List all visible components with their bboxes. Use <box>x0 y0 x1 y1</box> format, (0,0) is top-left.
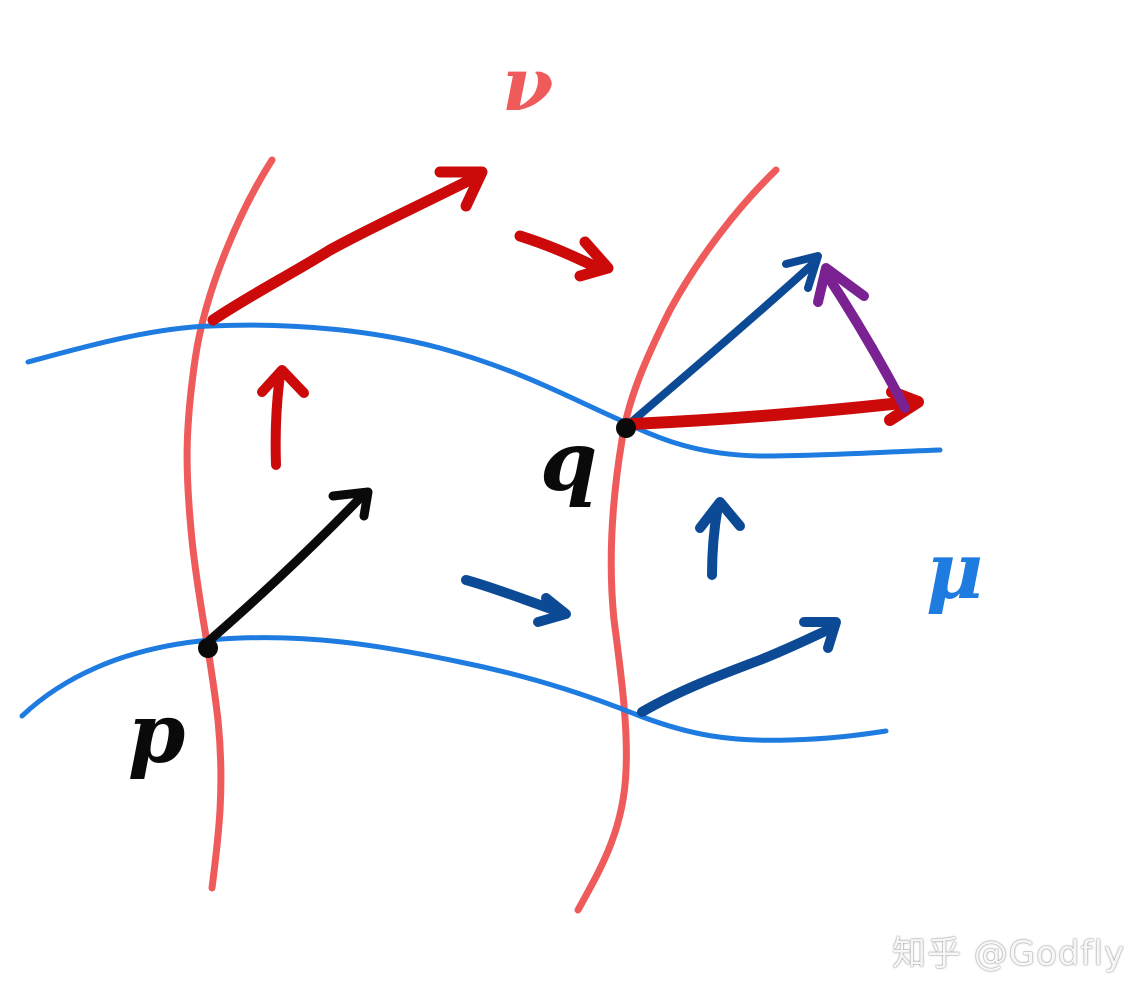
nu-curve-right <box>574 166 780 914</box>
navy-transport-arrow-head <box>533 593 571 627</box>
watermark: 知乎 @Godfly <box>892 934 1126 974</box>
red-up-arrow <box>270 370 285 470</box>
red-transport-arrow-head <box>574 236 614 282</box>
point-p-dot <box>198 638 218 658</box>
purple-vector <box>820 267 910 413</box>
purple-vector-head <box>813 263 869 307</box>
red-vector-upper-left <box>207 174 476 326</box>
label-mu: μ <box>926 526 983 617</box>
mu-curve-upper <box>25 322 943 459</box>
navy-vector-lower-right <box>637 623 837 717</box>
navy-transport-arrow <box>461 575 565 617</box>
red-transport-arrow <box>514 230 604 274</box>
label-nu: ν <box>502 42 553 128</box>
label-q: q <box>540 414 597 510</box>
nu-curve-left <box>183 156 276 892</box>
red-up-arrow-head <box>257 365 309 398</box>
mu-curve-lower <box>19 635 889 743</box>
red-vector-upper-left-head <box>434 166 488 212</box>
black-vector-p <box>205 491 367 645</box>
navy-vector-lower-right-head <box>799 617 841 653</box>
point-q-dot <box>616 418 636 438</box>
navy-up-arrow-head <box>695 497 745 533</box>
label-p: p <box>128 686 185 782</box>
red-vector-q <box>626 396 916 430</box>
black-vector-p-head <box>328 487 373 521</box>
navy-vector-q <box>624 258 819 429</box>
navy-vector-q-head <box>782 252 822 292</box>
